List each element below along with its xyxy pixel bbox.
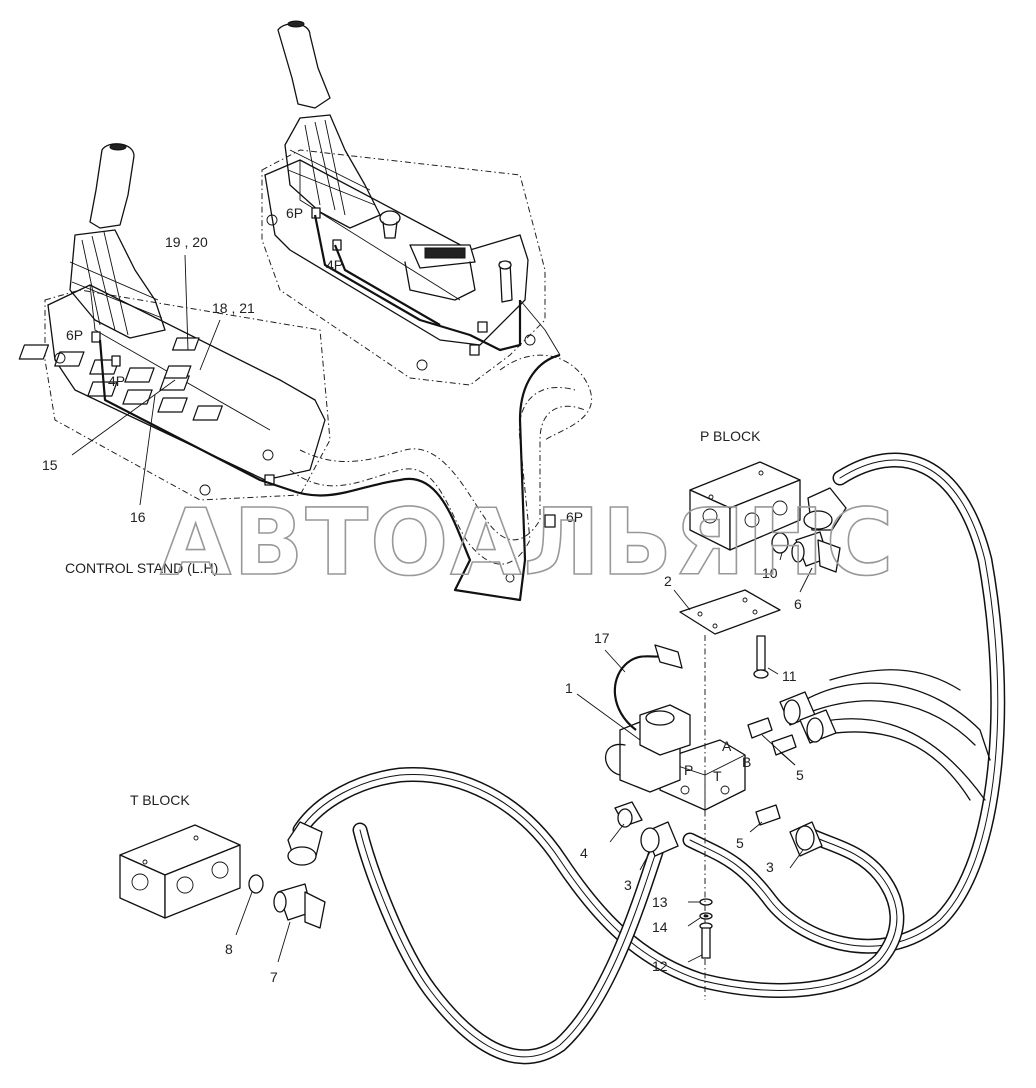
connector-4p-label: 4P <box>108 373 125 389</box>
control-stand-label: CONTROL STAND (L.H) <box>65 560 218 576</box>
hose-ends-a-b <box>779 691 837 744</box>
port-p-label: P <box>684 762 693 778</box>
elbow-fitting-t <box>287 821 323 866</box>
tee-fitting-6 <box>791 531 841 573</box>
callout-3: 3 <box>624 877 632 893</box>
callout-10: 10 <box>762 565 778 581</box>
hoses-a-b <box>804 669 991 801</box>
callout-11: 11 <box>782 668 797 684</box>
wiring-harness <box>98 214 561 602</box>
callout-15: 15 <box>42 457 58 473</box>
plate-2 <box>679 589 781 635</box>
left-control-stand <box>18 143 331 501</box>
callout-7: 7 <box>270 969 278 985</box>
o-ring-10 <box>771 532 789 554</box>
callout-3: 3 <box>766 859 774 875</box>
callout-1: 1 <box>565 680 573 696</box>
callout-4: 4 <box>580 845 588 861</box>
tee-fitting-7 <box>273 883 326 929</box>
solenoid-valve-block <box>604 704 746 811</box>
callout-18-21: 18 , 21 <box>212 300 255 316</box>
callout-12: 12 <box>652 958 668 974</box>
hose-main-return <box>352 822 668 1065</box>
callout-2: 2 <box>664 573 672 589</box>
connector-6p-label: 6P <box>286 205 303 221</box>
corrugated-conduit <box>289 354 593 565</box>
washers-13-14 <box>699 898 713 920</box>
hose-ends-3 <box>640 821 823 857</box>
callout-5: 5 <box>796 767 804 783</box>
bolt-11 <box>753 635 769 679</box>
port-b-label: B <box>742 754 751 770</box>
callout-19-20: 19 , 20 <box>165 234 208 250</box>
cable-17 <box>613 644 683 731</box>
callout-16: 16 <box>130 509 146 525</box>
elbow-fitting-p <box>803 487 847 531</box>
callout-6: 6 <box>794 596 802 612</box>
callout-13: 13 <box>652 894 668 910</box>
hose-t-line <box>292 766 905 998</box>
connector-4p-label: 4P <box>326 257 343 273</box>
callout-8: 8 <box>225 941 233 957</box>
p-block-label: P BLOCK <box>700 428 761 444</box>
watermark: АВТОАЛЬЯНС <box>160 489 895 596</box>
port-a-label: A <box>722 738 732 754</box>
o-ring-8 <box>248 874 264 894</box>
port-t-label: T <box>713 768 722 784</box>
t-block <box>119 824 241 919</box>
callout-17: 17 <box>594 630 610 646</box>
callout-5: 5 <box>736 835 744 851</box>
fitting-4 <box>614 801 643 828</box>
connector-6p-label: 6P <box>66 327 83 343</box>
rocker-switches <box>18 337 223 421</box>
t-block-label: T BLOCK <box>130 792 190 808</box>
callout-leaders <box>71 254 813 963</box>
right-control-stand <box>261 20 546 386</box>
p-block <box>689 461 801 551</box>
callout-14: 14 <box>652 919 668 935</box>
fittings-5 <box>747 717 797 826</box>
connector-6p-label: 6P <box>566 509 583 525</box>
bolt-12 <box>699 922 713 959</box>
hose-p-line <box>682 452 1006 954</box>
